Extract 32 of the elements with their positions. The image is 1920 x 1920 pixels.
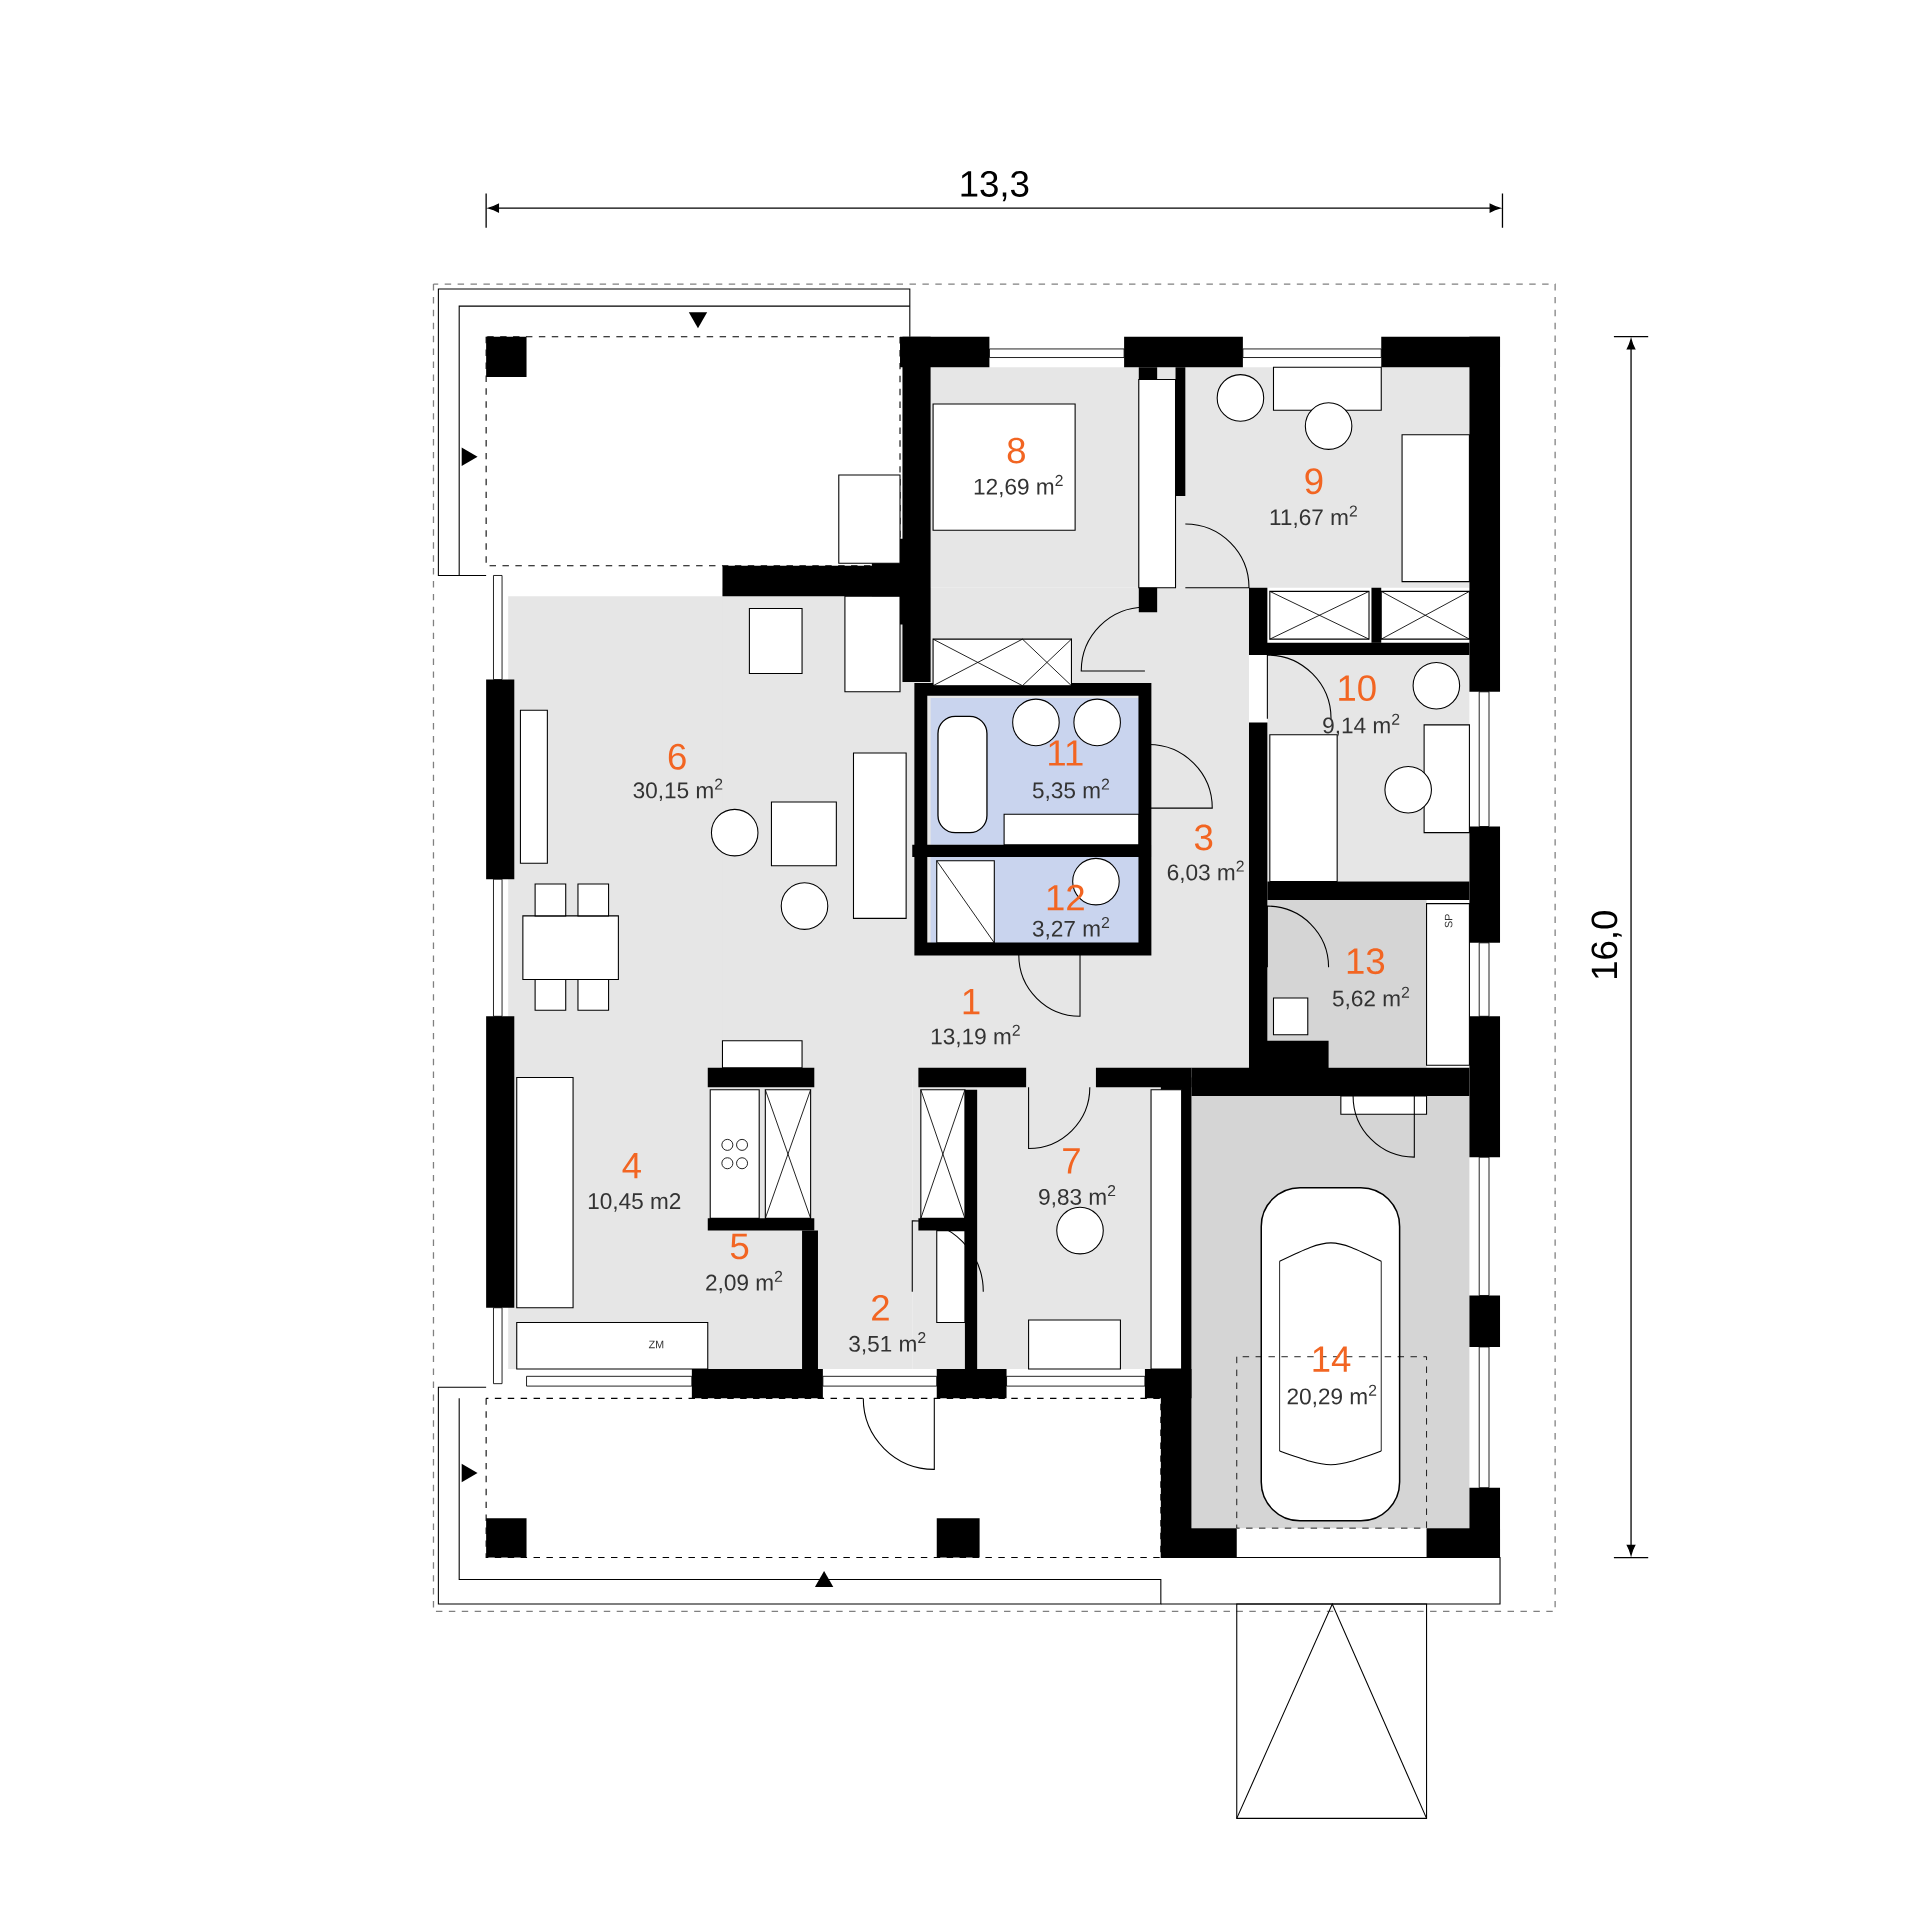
dimension-label: 16,0 xyxy=(1591,911,1622,979)
area-label: 10,45 m2 xyxy=(588,1193,681,1212)
room-number: 10 xyxy=(1339,675,1376,702)
area-label: 5,35 m$^{2}$ xyxy=(1032,778,1110,802)
area-label: 5,62 m$^{2}$ xyxy=(1332,986,1410,1010)
room-number: 2 xyxy=(872,1294,889,1321)
area-label: 6,03 m$^{2}$ xyxy=(1167,860,1244,884)
area-label: 13,19 m$^{2}$ xyxy=(931,1024,1020,1048)
area-label: 9,83 m$^{2}$ xyxy=(1039,1185,1116,1208)
area-label: 3,51 m$^{2}$ xyxy=(849,1332,926,1355)
room-number: 12 xyxy=(1047,884,1084,911)
room-number: 6 xyxy=(668,743,686,770)
room-number: 13 xyxy=(1347,948,1385,975)
room-number: 3 xyxy=(1194,824,1213,851)
dimension-label: 13,3 xyxy=(961,170,1029,202)
area-label: 12,69 m$^{2}$ xyxy=(974,474,1063,498)
area-label: 3,27 m$^{2}$ xyxy=(1032,916,1110,940)
area-label: 2,09 m$^{2}$ xyxy=(706,1270,783,1294)
room-number: 11 xyxy=(1049,740,1083,766)
area-label: 30,15 m$^{2}$ xyxy=(633,778,723,802)
room-number: 5 xyxy=(730,1233,749,1260)
room-number: 8 xyxy=(1007,437,1025,464)
room-number: 9 xyxy=(1305,468,1323,495)
area-label: 9,14 m$^{2}$ xyxy=(1323,713,1400,737)
room-number: 7 xyxy=(1063,1148,1080,1174)
fixture-label: SP xyxy=(1444,914,1453,928)
room-number: 1 xyxy=(963,989,980,1015)
room-number: 14 xyxy=(1313,1346,1351,1372)
room-number: 4 xyxy=(622,1153,641,1179)
area-label: 20,29 m$^{2}$ xyxy=(1287,1384,1377,1408)
area-label: 11,67 m$^{2}$ xyxy=(1270,505,1357,528)
fixture-label: ZM xyxy=(648,1340,664,1349)
